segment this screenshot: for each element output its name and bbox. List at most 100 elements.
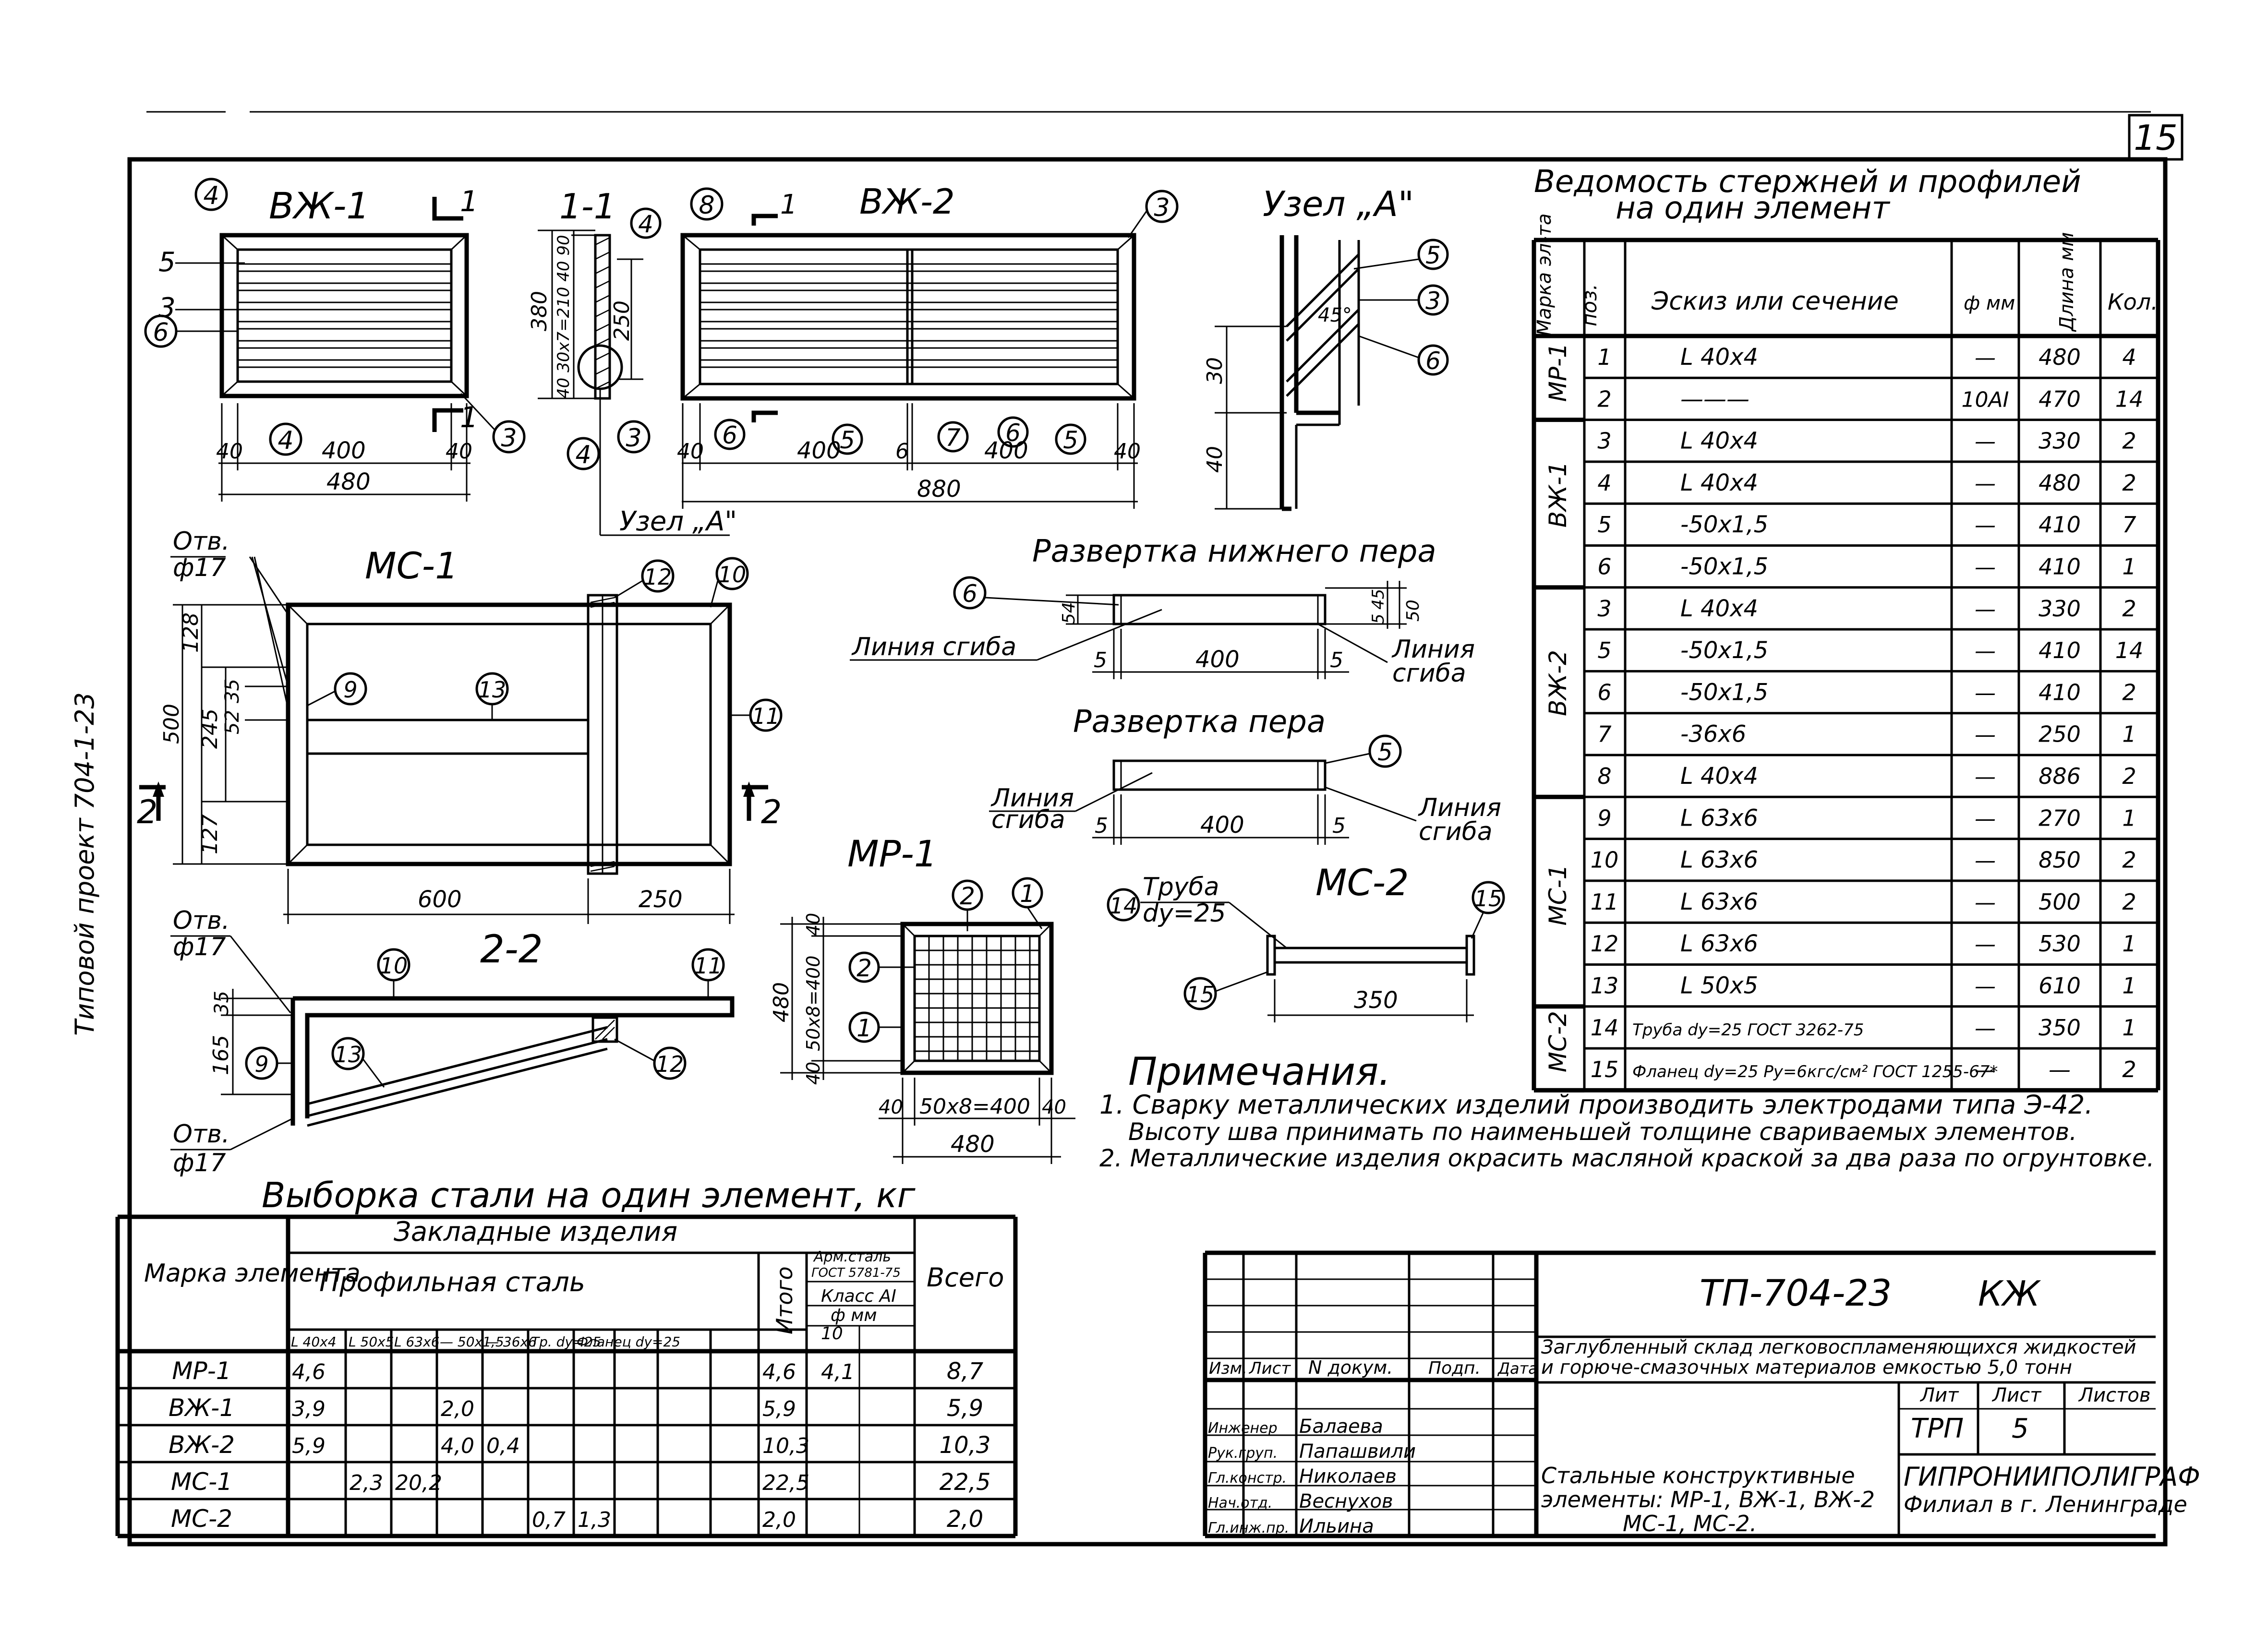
vzh2-dim-6: 6 bbox=[895, 439, 909, 464]
schedule-dia: — bbox=[1975, 890, 1996, 915]
title-person-name: Веснухов bbox=[1299, 1490, 1393, 1512]
steel-subhead: — 50x1,5 bbox=[440, 1334, 504, 1350]
schedule-qty: 2 bbox=[2122, 470, 2136, 496]
unfold-feather-bend-left-1: Линия bbox=[990, 784, 1074, 813]
sec22-hole-bot-1: Отв. bbox=[173, 1120, 229, 1149]
title-h-list: Лист bbox=[1248, 1359, 1291, 1378]
sec22-hole-bot-2: ф17 bbox=[173, 1149, 226, 1177]
schedule-sketch: ——— bbox=[1680, 385, 1749, 412]
unfold-feather-dim-5a: 5 bbox=[1095, 814, 1108, 838]
schedule-pos: 5 bbox=[1597, 637, 1611, 663]
steel-cell: 4,6 bbox=[292, 1360, 326, 1384]
vzh2-callout-5a: 5 bbox=[840, 426, 855, 454]
mr1-dim-40b: 40 bbox=[803, 1062, 824, 1085]
schedule-head-qty: Кол. bbox=[2108, 289, 2158, 315]
title-h-sign: Подп. bbox=[1428, 1358, 1481, 1378]
schedule-qty: 1 bbox=[2122, 805, 2136, 831]
schedule-dia: — bbox=[1975, 555, 1996, 580]
vzh2-dim-40a: 40 bbox=[677, 439, 704, 464]
ms1-callout-9: 9 bbox=[343, 677, 357, 703]
schedule-head-length: Длина мм bbox=[2056, 232, 2078, 332]
schedule-sketch: L 40x4 bbox=[1680, 469, 1758, 496]
steel-cell: 1,3 bbox=[578, 1508, 611, 1532]
steel-head-rebar-2: ГОСТ 5781-75 bbox=[811, 1266, 901, 1280]
schedule-length: 480 bbox=[2039, 470, 2081, 496]
steel-total: 10,3 bbox=[940, 1432, 991, 1459]
vzh2-dim-40b: 40 bbox=[1114, 439, 1141, 464]
schedule-sketch: -36x6 bbox=[1680, 721, 1746, 748]
unfold-lower-callout: 6 bbox=[962, 580, 977, 608]
ms1-callout-10: 10 bbox=[718, 562, 747, 588]
vzh2-dim-880: 880 bbox=[917, 476, 961, 503]
title-role: Гл.констр. bbox=[1208, 1470, 1287, 1487]
vzh2-section-mark: 1 bbox=[780, 189, 797, 220]
schedule-pos: 5 bbox=[1597, 512, 1611, 538]
schedule-pos: 8 bbox=[1597, 763, 1611, 789]
title-h-izm: Изм. bbox=[1209, 1359, 1247, 1378]
vzh1-dim-480: 480 bbox=[326, 468, 371, 495]
schedule-pos: 6 bbox=[1597, 554, 1611, 580]
schedule-qty: 2 bbox=[2122, 679, 2136, 705]
steel-head-rebar-1: Арм.сталь bbox=[813, 1248, 891, 1265]
unfold-lower-dim-5c: 5 bbox=[1369, 613, 1388, 624]
sec22-callout-10: 10 bbox=[380, 953, 408, 979]
vzh2-callout-5b: 5 bbox=[1063, 426, 1078, 454]
schedule-head-pos: поз. bbox=[1578, 284, 1601, 326]
sec11-callout-3: 3 bbox=[626, 424, 641, 453]
mr1-grid bbox=[915, 936, 1039, 1061]
steel-subhead: — 36x6 bbox=[485, 1334, 537, 1350]
vzh1-dim-40a: 40 bbox=[216, 439, 243, 464]
schedule-qty: 1 bbox=[2122, 554, 2136, 580]
schedule-qty: 1 bbox=[2122, 973, 2136, 999]
steel-cell: 3,9 bbox=[292, 1397, 326, 1421]
ms2-dim-350: 350 bbox=[1354, 987, 1398, 1014]
unfold-lower-dim-54: 54 bbox=[1059, 602, 1079, 624]
schedule-length: 250 bbox=[2039, 721, 2081, 747]
title-desc-2: и горюче-смазочных материалов емкостью 5… bbox=[1541, 1356, 2072, 1379]
steel-itogo: 2,0 bbox=[762, 1508, 796, 1532]
schedule-dia: — bbox=[1975, 974, 1996, 999]
schedule-grid bbox=[1532, 238, 2160, 1092]
steel-cells: Марка элемента Закладные изделия Профиль… bbox=[144, 1216, 1004, 1533]
unfold-feather: Развертка пера 5 Линия сгиба Линия сгиба… bbox=[989, 704, 1501, 846]
steel-head-embedded: Закладные изделия bbox=[394, 1216, 677, 1248]
notes-title: Примечания. bbox=[1128, 1049, 1391, 1094]
unfold-lower-dim-50: 50 bbox=[1403, 600, 1423, 622]
unfold-lower-dim-5a: 5 bbox=[1094, 648, 1107, 672]
schedule-pos: 11 bbox=[1591, 889, 1619, 915]
steel-row-mark: ВЖ-1 bbox=[169, 1394, 235, 1422]
mr1-dim-40d: 40 bbox=[1042, 1096, 1066, 1118]
vzh2-dim-400b: 400 bbox=[984, 437, 1028, 464]
unfold-lower-feather: Развертка нижнего пера 6 Линия сгиба Лин… bbox=[850, 534, 1475, 688]
schedule-length: 410 bbox=[2039, 554, 2081, 580]
unfold-lower-title: Развертка нижнего пера bbox=[1032, 534, 1436, 569]
steel-cell: 20,2 bbox=[395, 1471, 442, 1495]
schedule-dia: — bbox=[1975, 723, 1996, 747]
sec22-hole-top-1: Отв. bbox=[173, 906, 229, 935]
schedule-qty: 14 bbox=[2115, 386, 2144, 412]
schedule-sketch: Фланец dу=25 Ру=6кгс/см² ГОСТ 1255-67* bbox=[1632, 1062, 1998, 1081]
schedule-dia: — bbox=[1975, 849, 1996, 873]
mr1-callout-2-top: 2 bbox=[960, 882, 975, 910]
schedule-length: 330 bbox=[2039, 596, 2081, 622]
mr1-dim-50x8h: 50x8=400 bbox=[919, 1094, 1030, 1119]
nodeA-callout-5: 5 bbox=[1425, 241, 1441, 269]
title-org-1: ГИПРОНИИПОЛИГРАФ bbox=[1904, 1462, 2200, 1492]
ms2-view: МС-2 14 Труба dу=25 15 15 350 bbox=[1107, 861, 1505, 1022]
schedule-qty: 7 bbox=[2122, 512, 2136, 538]
schedule-sketch: -50x1,5 bbox=[1680, 553, 1768, 580]
steel-head-grand: Всего bbox=[927, 1262, 1004, 1293]
ms1-dim-52: 52 bbox=[221, 710, 243, 734]
schedule-pos: 10 bbox=[1591, 847, 1619, 873]
title-h-lit: Лит bbox=[1919, 1384, 1959, 1406]
unfold-lower-bend-right-2: сгиба bbox=[1392, 659, 1466, 688]
steel-head-profile: Профильная сталь bbox=[319, 1267, 585, 1298]
ms1-callout-11: 11 bbox=[752, 703, 780, 729]
title-h-sheet: Лист bbox=[1991, 1384, 2042, 1406]
vzh1-dim-400: 400 bbox=[322, 437, 366, 464]
unfold-lower-bend-right-1: Линия bbox=[1391, 635, 1475, 664]
steel-cell: 2,3 bbox=[350, 1471, 383, 1495]
ms1-weld-hatch bbox=[590, 597, 615, 872]
schedule-pos: 9 bbox=[1597, 805, 1611, 831]
